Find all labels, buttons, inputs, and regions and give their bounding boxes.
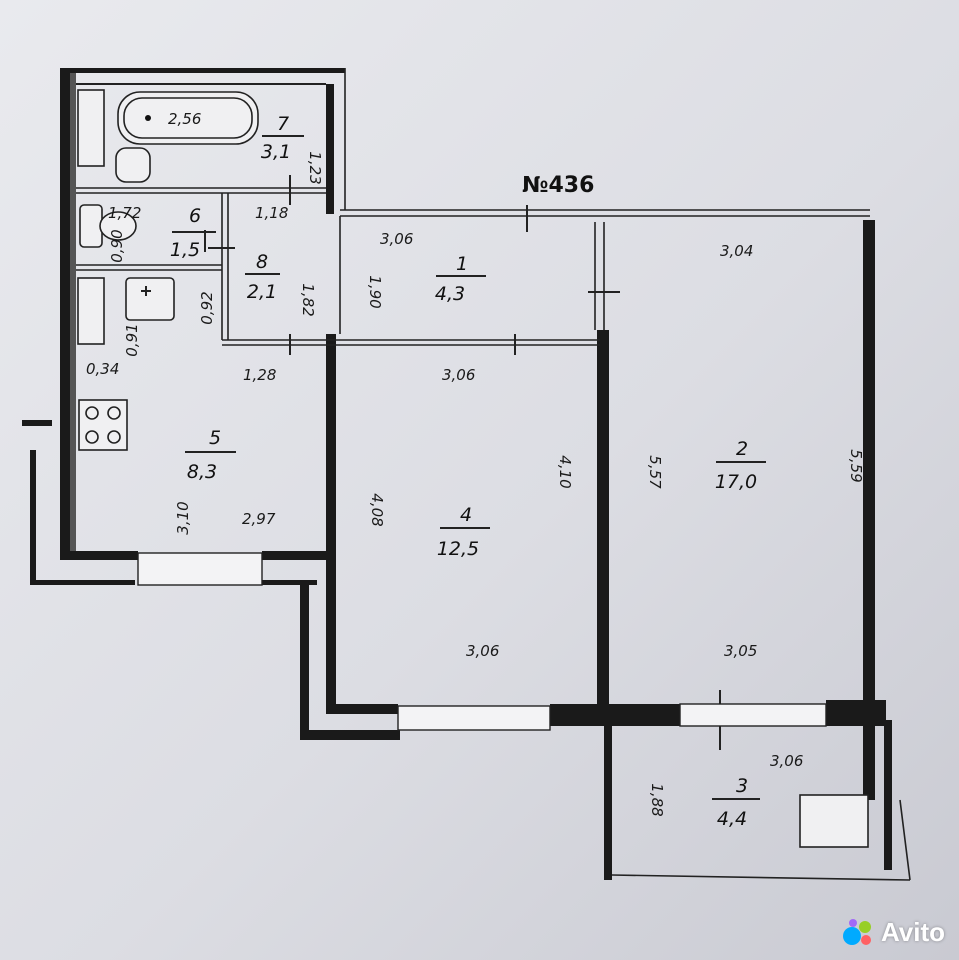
room-label-6: 6 1,5	[170, 205, 216, 261]
room-label-3: 3 4,4	[712, 775, 760, 830]
walls	[22, 68, 892, 880]
dimension-label: 3,06	[380, 230, 413, 248]
avito-watermark: Avito	[842, 917, 945, 948]
dimension-label: 3,05	[724, 642, 757, 660]
dimension-label: 0,90	[108, 229, 126, 262]
dimension-label: 1,90	[366, 275, 384, 308]
plan-number: №436	[522, 173, 594, 198]
room-number: 5	[209, 427, 221, 449]
room-area: 17,0	[715, 471, 757, 493]
room-number: 3	[736, 775, 748, 797]
avito-dot	[842, 926, 861, 945]
room-label-2: 2 17,0	[715, 438, 766, 493]
dimension-label: 2,97	[242, 510, 276, 528]
room-area: 12,5	[437, 538, 479, 560]
room-label-7: 7 3,1	[261, 113, 304, 163]
dimension-label: 5,59	[847, 449, 865, 482]
avito-text: Avito	[880, 917, 945, 947]
dimension-labels: 2,56 1,23 1,72 0,90 1,18 1,82 0,92 0,91 …	[86, 110, 865, 817]
dimension-label: 3,06	[466, 642, 499, 660]
dimension-label: 1,72	[108, 204, 141, 222]
room-number: 8	[256, 251, 268, 273]
room-number: 1	[456, 253, 468, 275]
room-area: 4,3	[435, 283, 465, 305]
balcony-box-icon	[799, 794, 869, 848]
room-label-1: 1 4,3	[435, 253, 486, 305]
room-label-5: 5 8,3	[185, 427, 236, 483]
avito-dot	[860, 934, 871, 945]
dimension-label: 1,88	[648, 783, 666, 816]
dimension-label: 4,08	[368, 493, 386, 526]
dimension-label: 1,28	[243, 366, 276, 384]
dimension-label: 3,10	[174, 501, 192, 534]
dimension-label: 4,10	[556, 455, 574, 488]
shower-icon	[125, 277, 175, 321]
room-area: 8,3	[187, 461, 217, 483]
bathtub-icon	[117, 91, 259, 145]
avito-dot	[848, 918, 857, 927]
room-area: 2,1	[247, 281, 277, 303]
partitions	[76, 68, 911, 881]
dimension-label: 0,34	[86, 360, 119, 378]
room-area: 3,1	[261, 141, 291, 163]
dimension-label: 3,04	[720, 242, 753, 260]
dimension-label: 3,06	[442, 366, 475, 384]
radiator-icon	[77, 89, 105, 345]
room-number: 6	[189, 205, 201, 227]
dimension-label: 0,92	[198, 291, 216, 324]
room-number: 4	[460, 504, 472, 526]
dimension-label: 2,56	[168, 110, 201, 128]
sink-icon	[115, 147, 151, 183]
dimension-label: 5,57	[646, 455, 664, 489]
room-number: 2	[736, 438, 748, 460]
room-area: 1,5	[170, 239, 200, 261]
dimension-label: 0,91	[123, 323, 141, 356]
dimension-label: 1,23	[306, 151, 324, 184]
stove-icon	[78, 399, 128, 451]
avito-dot	[858, 920, 871, 933]
room-label-8: 8 2,1	[245, 251, 280, 303]
toilet-icon	[79, 204, 137, 248]
avito-logo-icon	[842, 918, 875, 947]
room-area: 4,4	[717, 808, 747, 830]
room-number: 7	[277, 113, 289, 135]
windows	[137, 552, 827, 731]
dimension-label: 1,82	[299, 283, 317, 316]
dimension-label: 3,06	[770, 752, 803, 770]
room-label-4: 4 12,5	[437, 504, 490, 560]
dimension-label: 1,18	[255, 204, 288, 222]
